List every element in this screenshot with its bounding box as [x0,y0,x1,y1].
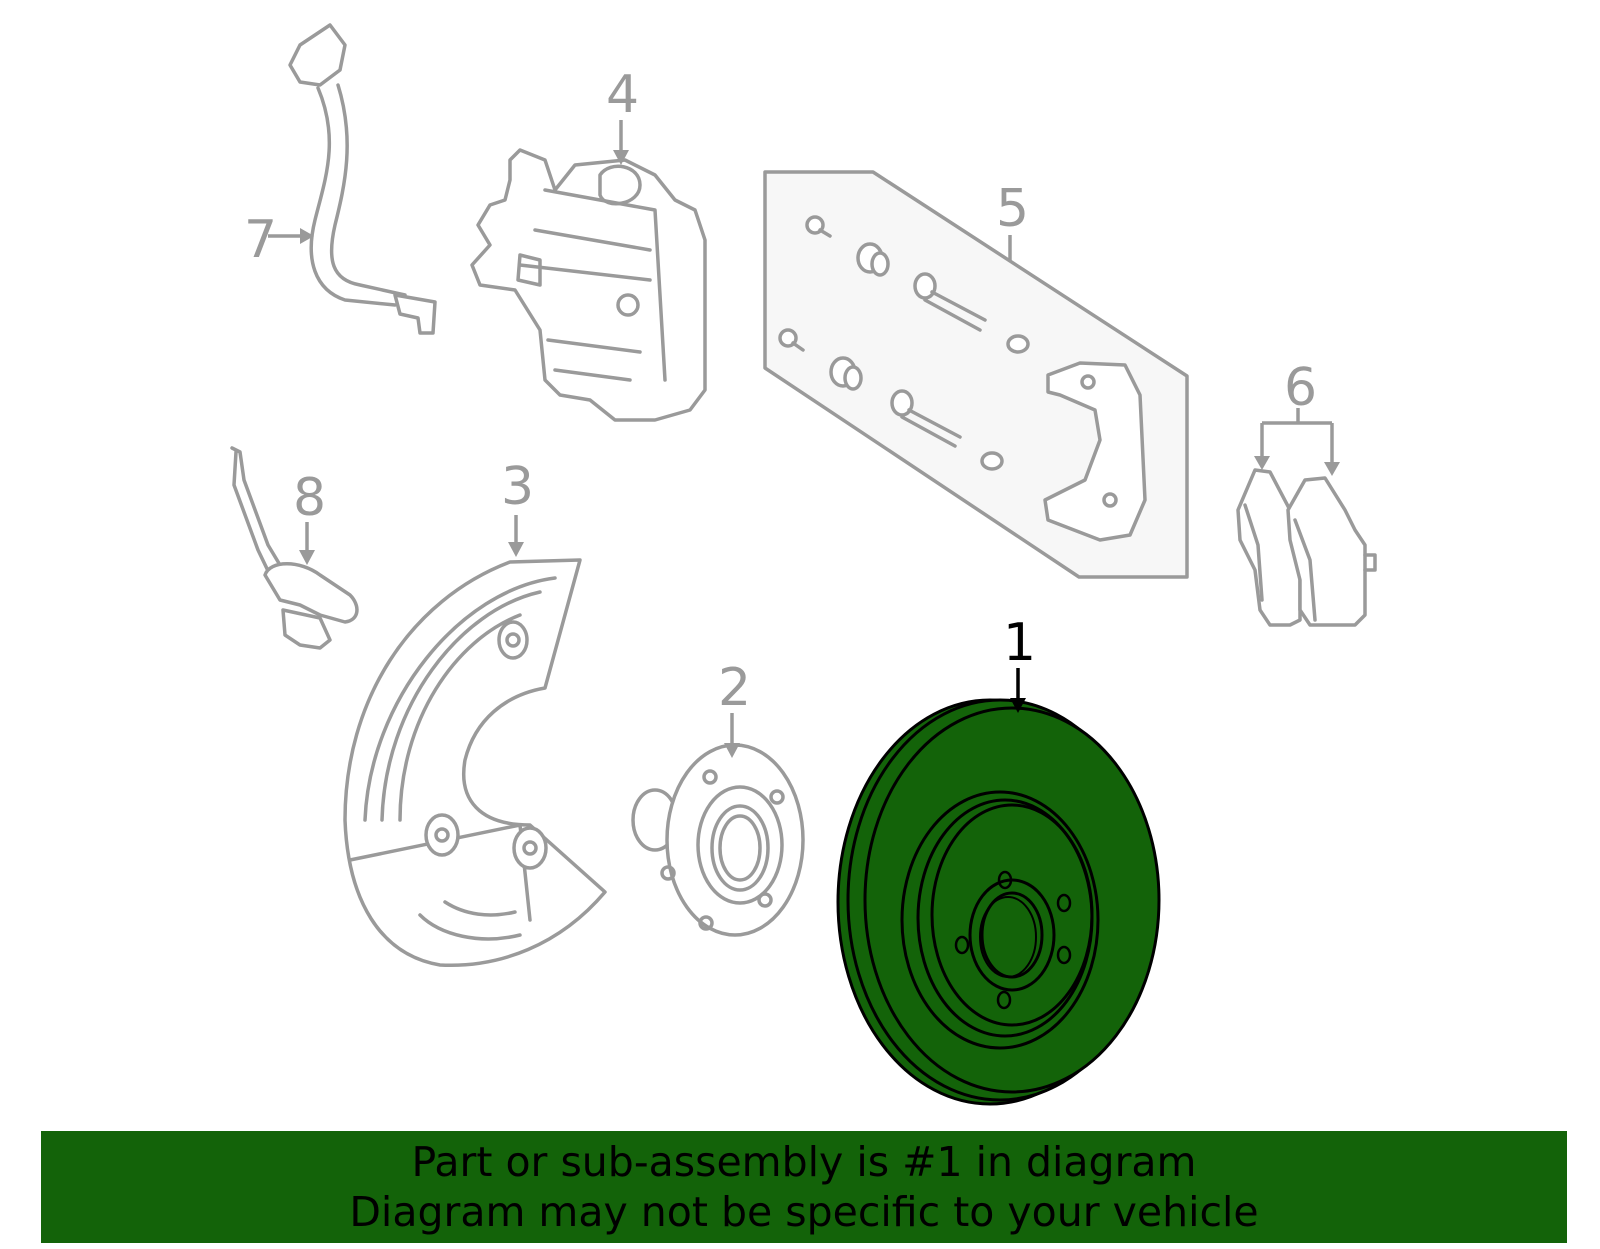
callout-5: 5 [996,179,1029,239]
callout-2: 2 [718,658,751,718]
callout-8: 8 [293,468,326,528]
part-6-brake-pads[interactable] [1236,468,1377,627]
callout-arrows [268,120,1340,758]
callout-6: 6 [1284,358,1317,418]
bolt-icon [778,328,805,352]
part-2-hub[interactable] [631,743,805,937]
guide-pin-icon [890,389,962,448]
sleeve-icon [980,451,1004,471]
caliper-bracket-icon [1043,361,1147,542]
part-3-splash-shield[interactable] [343,558,607,967]
part-4-caliper[interactable] [470,148,707,422]
bushing-icon [829,356,863,391]
banner-line-1: Part or sub-assembly is #1 in diagram [411,1138,1197,1186]
guide-pin-icon [913,272,987,332]
sleeve-icon [1006,334,1030,354]
part-7-brake-hose[interactable] [288,23,437,335]
callout-4: 4 [606,65,639,125]
part-1-brake-rotor[interactable] [836,698,1161,1106]
part-8-abs-sensor[interactable] [230,446,359,650]
info-banner: Part or sub-assembly is #1 in diagram Di… [41,1131,1567,1243]
callout-7: 7 [244,210,277,270]
callout-3: 3 [501,457,534,517]
banner-line-2: Diagram may not be specific to your vehi… [349,1188,1259,1236]
part-5-hardware-kit[interactable] [763,170,1189,579]
callout-1: 1 [1003,613,1036,673]
bushing-icon [856,242,890,277]
bolt-icon [805,215,832,238]
